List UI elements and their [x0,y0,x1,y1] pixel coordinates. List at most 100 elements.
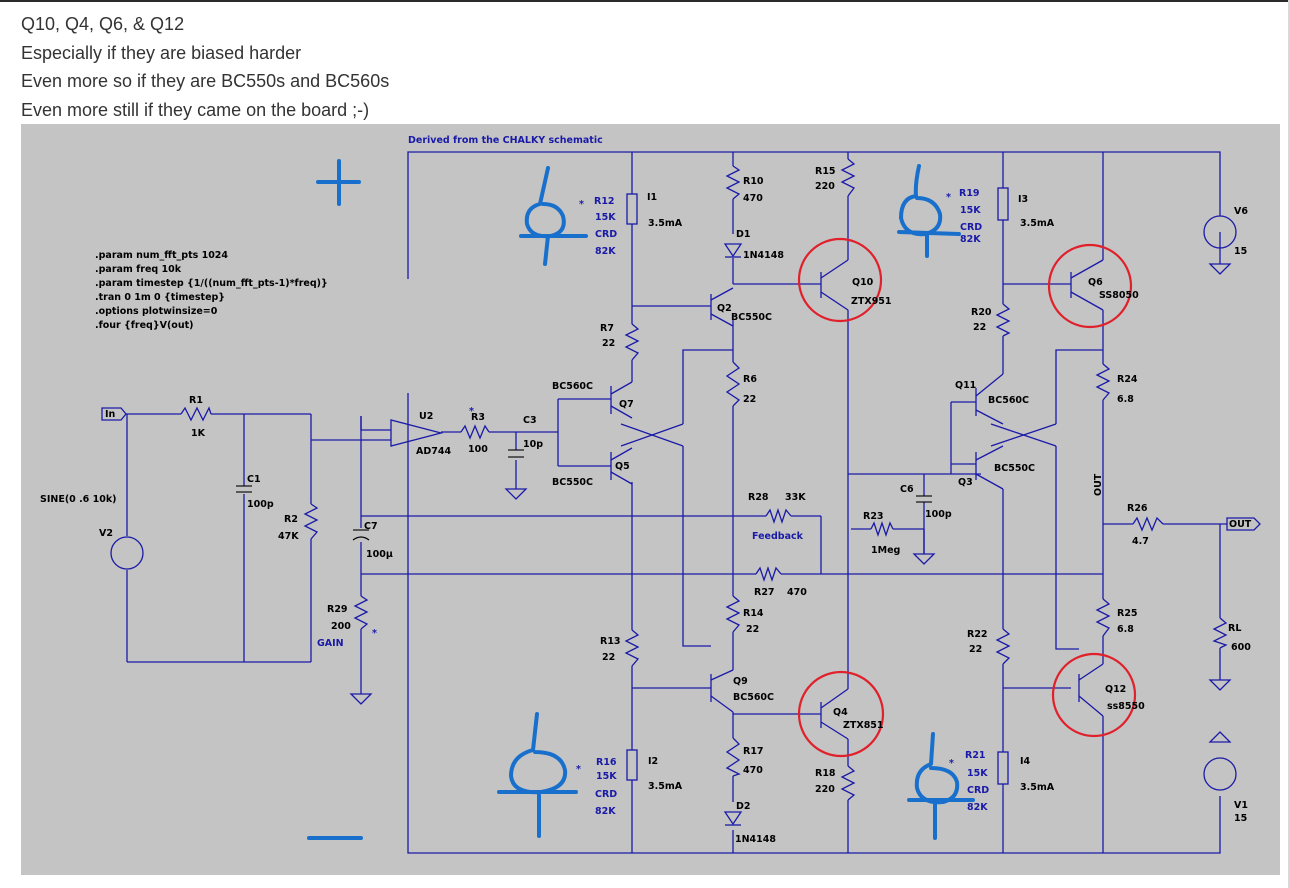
r23-name: R23 [863,511,884,522]
i1-name: I1 [647,192,657,203]
r16-v3: 82K [595,806,616,817]
highlight-circle-q4 [797,670,885,758]
d1-part: 1N4148 [743,250,784,261]
directive: .param freq 10k [95,264,182,275]
r12-v1: 15K [595,212,616,223]
post-text: Q10, Q4, Q6, & Q12 Especially if they ar… [21,10,389,124]
wires [126,151,1227,854]
v1-name: V1 [1234,800,1248,811]
q5-name: Q5 [615,461,630,472]
r12-v3: 82K [595,246,616,257]
v6-name: V6 [1234,206,1248,217]
directive: .options plotwinsize=0 [95,306,218,317]
q6-part: SS8050 [1099,290,1139,301]
c7-value: 100µ [366,549,393,560]
net-out-label: OUT [1093,473,1104,496]
r26-name: R26 [1127,503,1148,514]
r10-value: 470 [743,193,763,204]
i3-value: 3.5mA [1020,218,1055,229]
c3-name: C3 [523,415,537,426]
r15-value: 220 [815,181,835,192]
q9-part: BC560C [733,692,774,703]
port-in-label: In [105,409,116,420]
r19-name: R19 [959,188,980,199]
q6-name: Q6 [1088,277,1103,288]
r1-name: R1 [189,395,203,406]
r21-name: R21 [965,750,986,761]
schematic-svg: Derived from the CHALKY schematic .param… [21,124,1280,875]
directive: .four {freq}V(out) [95,320,193,331]
r3-value: 100 [468,444,488,455]
c1-value: 100p [247,499,274,510]
r20-value: 22 [973,322,986,333]
c6-value: 100p [925,509,952,520]
scrollbar-track [1288,0,1290,888]
i3-name: I3 [1018,194,1028,205]
r16-v1: 15K [596,771,617,782]
r7-value: 22 [602,338,615,349]
i1-value: 3.5mA [648,218,683,229]
r6-value: 22 [743,394,756,405]
r15-name: R15 [815,166,836,177]
r6-name: R6 [743,374,757,385]
q9-name: Q9 [733,676,748,687]
r22-name: R22 [967,629,988,640]
r14-value: 22 [746,624,759,635]
i4-name: I4 [1020,756,1031,767]
r21-v3: 82K [967,802,988,813]
q2-part: BC550C [731,312,772,323]
post-line: Even more so if they are BC550s and BC56… [21,71,390,91]
highlight-circle-q10 [797,237,883,323]
r10-name: R10 [743,176,764,187]
r3-name: R3 [471,412,485,423]
r18-value: 220 [815,784,835,795]
r22-value: 22 [969,644,982,655]
i2-value: 3.5mA [648,781,683,792]
r23-value: 1Meg [871,545,900,556]
directive: .param num_fft_pts 1024 [95,250,228,261]
u2-part: AD744 [416,446,451,457]
asterisk-marker: * [946,192,951,203]
r12-v2: CRD [595,229,617,240]
q2-name: Q2 [717,303,732,314]
q11-q3-part: BC550C [994,463,1035,474]
r13-value: 22 [602,652,615,663]
r28-name: R28 [748,492,769,503]
q5-part: BC550C [552,477,593,488]
post-line: Especially if they are biased harder [21,42,302,63]
asterisk-marker: * [576,764,581,775]
v1-value: 15 [1234,813,1247,824]
d2-part: 1N4148 [735,834,776,845]
q11-name: Q11 [955,380,976,391]
r26-value: 4.7 [1132,536,1149,547]
c7-name: C7 [364,521,378,532]
highlight-circle-q12 [1051,652,1137,738]
r19-v3: 82K [960,234,981,245]
schematic-image[interactable]: Derived from the CHALKY schematic .param… [21,124,1280,875]
spice-directives: .param num_fft_pts 1024 .param freq 10k … [95,250,328,331]
r2-value: 47K [278,531,299,542]
r18-name: R18 [815,768,836,779]
q7-part: BC560C [552,381,593,392]
r16-name: R16 [596,757,617,768]
q4-part: ZTX851 [843,720,884,731]
directive: .param timestep {1/((num_fft_pts-1)*freq… [95,278,328,289]
r25-value: 6.8 [1117,624,1134,635]
q12-name: Q12 [1105,684,1126,695]
top-border [0,0,1290,2]
asterisk-marker: * [579,199,584,210]
r27-value: 470 [787,587,807,598]
r25-name: R25 [1117,608,1138,619]
r17-name: R17 [743,746,764,757]
r28-value: 33K [785,492,806,503]
q12-part: ss8550 [1107,701,1145,712]
directive: .tran 0 1m 0 {timestep} [95,292,225,303]
v2-spec: SINE(0 .6 10k) [40,494,116,505]
q10-name: Q10 [852,277,874,288]
q11-part: BC560C [988,395,1029,406]
asterisk-marker: * [949,758,954,769]
r29-value: 200 [331,621,351,632]
schematic-title: Derived from the CHALKY schematic [408,135,603,146]
q7-name: Q7 [619,399,634,410]
r17-value: 470 [743,765,763,776]
